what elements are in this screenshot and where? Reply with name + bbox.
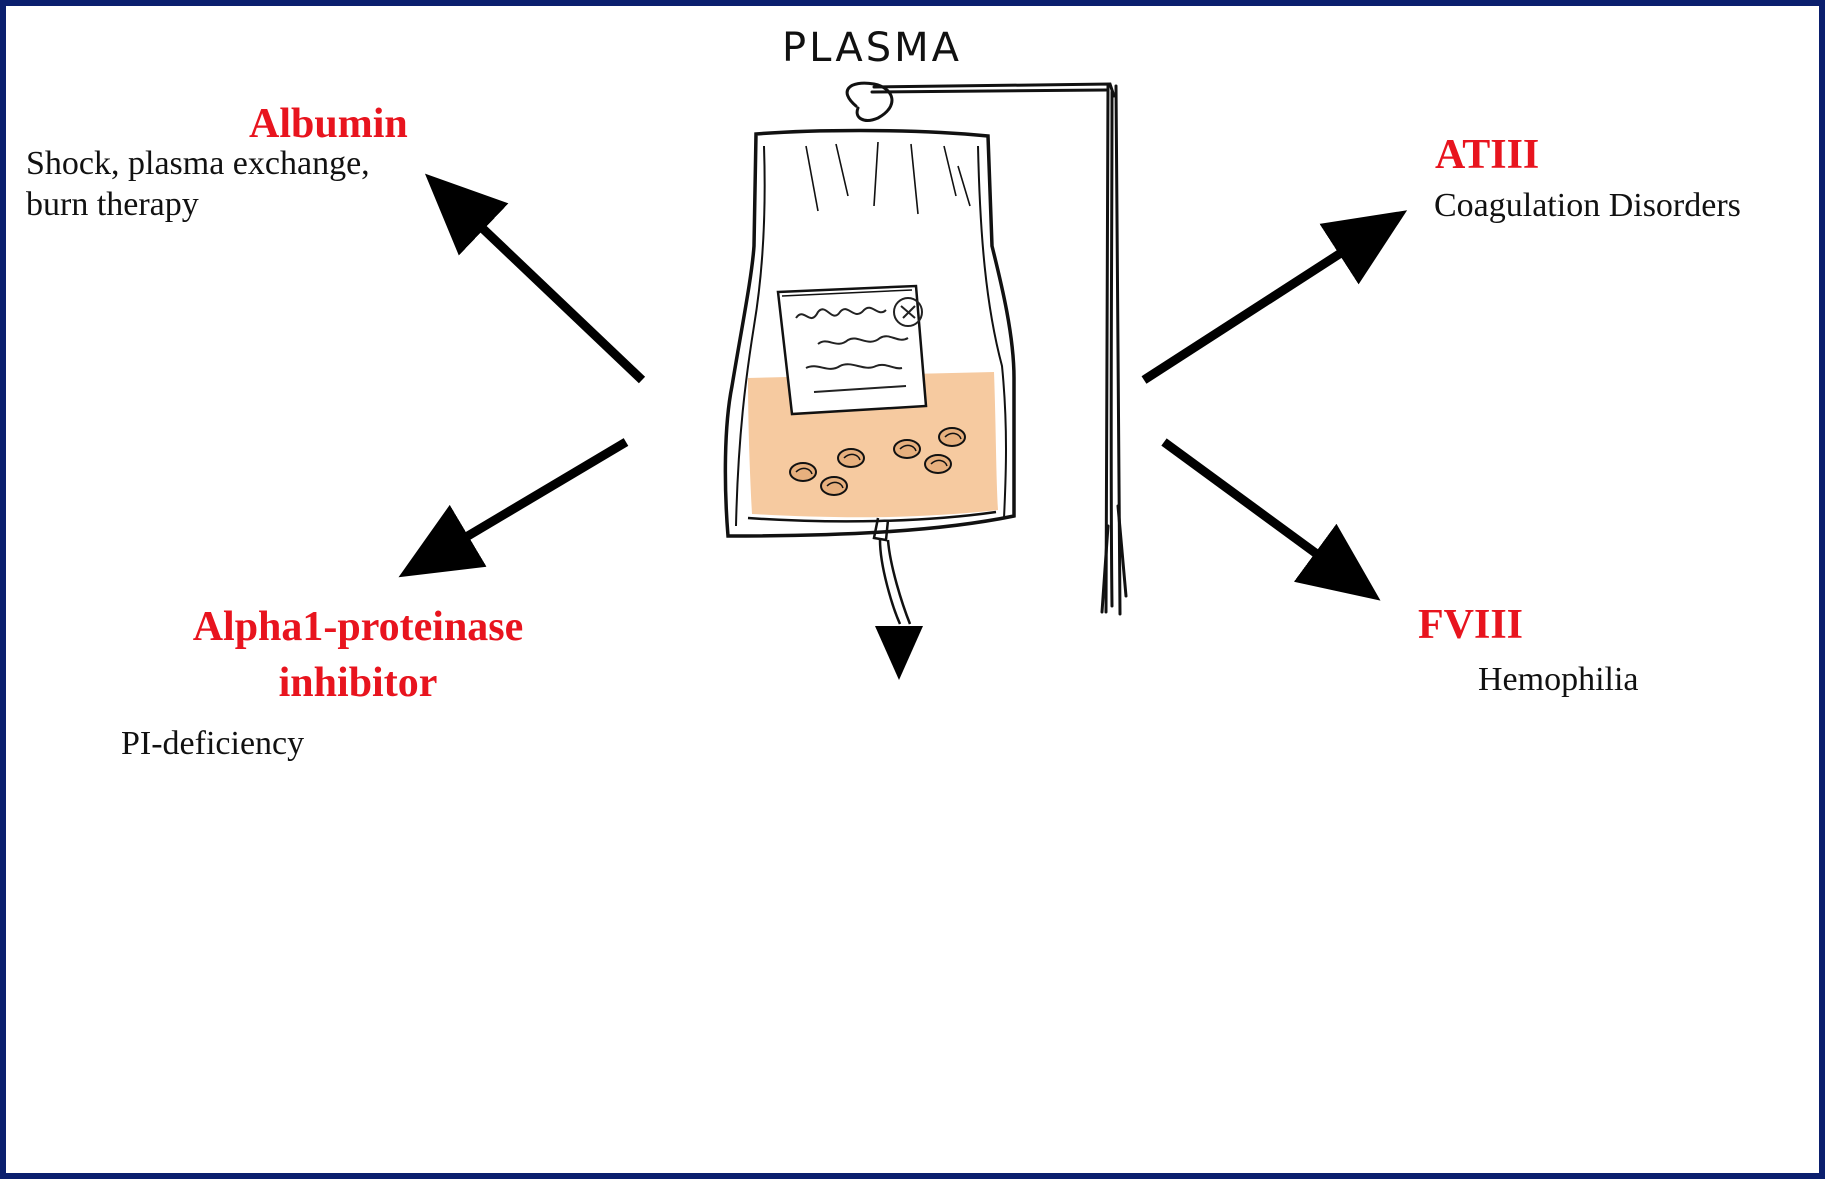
alpha1-title-line1: Alpha1-proteinase <box>158 606 558 648</box>
alpha1-title-line2: inhibitor <box>158 662 558 704</box>
albumin-uses: Shock, plasma exchange, burn therapy <box>26 144 370 226</box>
arrow-to-albumin <box>438 186 642 380</box>
arrow-to-atiii <box>1144 220 1392 380</box>
fviii-title: FVIII <box>1418 604 1523 646</box>
alpha1-uses: PI-deficiency <box>121 724 304 765</box>
slide: PLASMA Albumin Shock, plasma exchange, b… <box>6 6 1819 1173</box>
albumin-uses-line1: Shock, plasma exchange, <box>26 144 370 185</box>
atiii-title: ATIII <box>1435 134 1539 176</box>
arrow-to-fviii <box>1164 442 1366 590</box>
alpha1-title: Alpha1-proteinase inhibitor <box>158 606 558 704</box>
fviii-uses: Hemophilia <box>1478 660 1639 701</box>
plasma-label: PLASMA <box>782 28 962 68</box>
arrow-to-alpha1 <box>414 442 626 568</box>
iv-bag <box>725 131 1014 625</box>
albumin-title: Albumin <box>249 103 408 145</box>
atiii-uses: Coagulation Disorders <box>1434 186 1741 227</box>
albumin-uses-line2: burn therapy <box>26 185 370 226</box>
